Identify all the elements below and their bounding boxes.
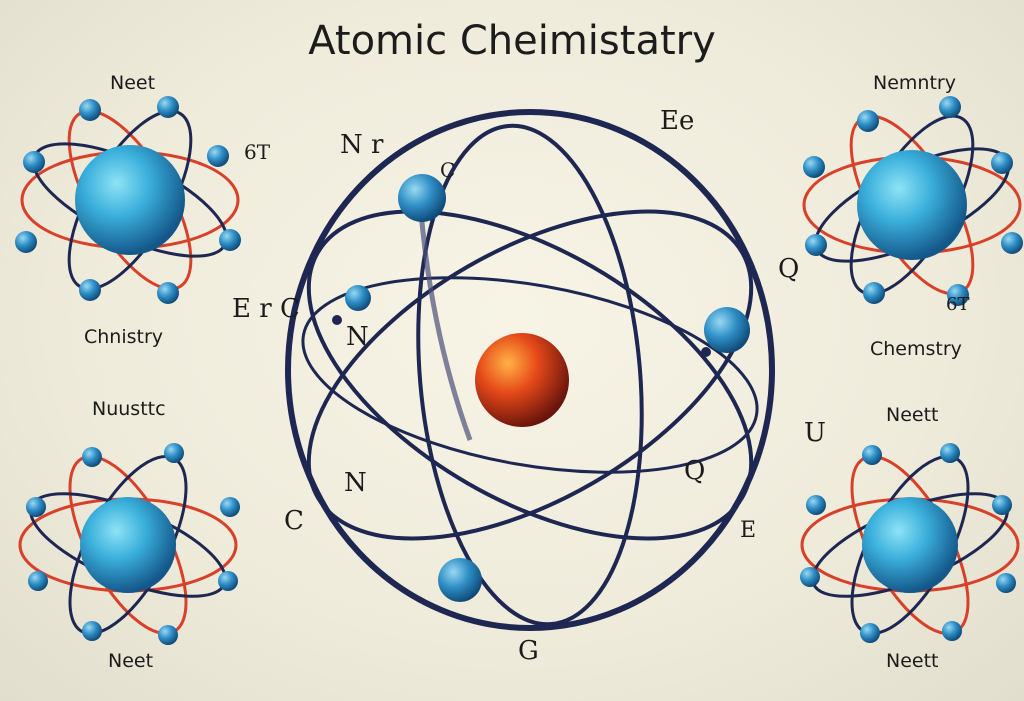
atom-top-right <box>802 96 1023 306</box>
symbol-q-low: Q <box>684 456 706 486</box>
caption-top-right: Chemstry <box>870 338 962 360</box>
central-swoosh <box>417 199 473 441</box>
symbol-e-low: E <box>740 518 757 543</box>
symbol-ee: Ee <box>660 106 695 136</box>
symbol-c-low: C <box>284 506 304 536</box>
atom-bottom-right-label: Neett <box>886 404 939 426</box>
central-nucleus <box>475 333 569 427</box>
central-electron-4 <box>345 285 371 311</box>
symbol-n-mid: N <box>346 322 369 352</box>
page-title: Atomic Cheimistatry <box>308 18 716 64</box>
symbol-u: U <box>804 418 826 448</box>
symbol-e-bottom: G <box>518 636 539 666</box>
symbol-n-top: N r <box>340 130 384 160</box>
atom-top-left-label: Neet <box>110 72 156 94</box>
central-orbit-outer <box>285 109 775 631</box>
central-orbit-3 <box>416 123 644 627</box>
atom-bottom-left <box>18 443 240 645</box>
caption-bottom-right: Neett <box>886 650 939 672</box>
symbol-n-low: N <box>344 468 367 498</box>
atom-bottom-right <box>800 443 1020 643</box>
symbol-e: E r C <box>232 294 300 324</box>
central-electron-2 <box>704 307 750 353</box>
atom-top-left <box>15 96 241 304</box>
caption-top-left: Chnistry <box>84 326 164 348</box>
central-electron-dot-2 <box>701 347 711 357</box>
central-electron-3 <box>438 558 482 602</box>
atom-bottom-left-label: Nuusttc <box>92 398 166 420</box>
central-orbit-4 <box>301 276 759 474</box>
symbol-q-right: Q <box>778 254 800 284</box>
symbol-top-right-side: 6T <box>946 294 970 315</box>
central-electron-dot-1 <box>332 315 342 325</box>
atom-top-right-label: Nemntry <box>873 72 956 94</box>
caption-bottom-left: Neet <box>108 650 154 672</box>
symbol-top-left-side: 6T <box>244 140 271 164</box>
symbol-c-top: C <box>440 158 456 182</box>
central-atom <box>285 109 775 631</box>
central-electron-1 <box>398 174 446 222</box>
central-orbit-1 <box>306 209 754 541</box>
central-orbit-2 <box>306 209 754 541</box>
